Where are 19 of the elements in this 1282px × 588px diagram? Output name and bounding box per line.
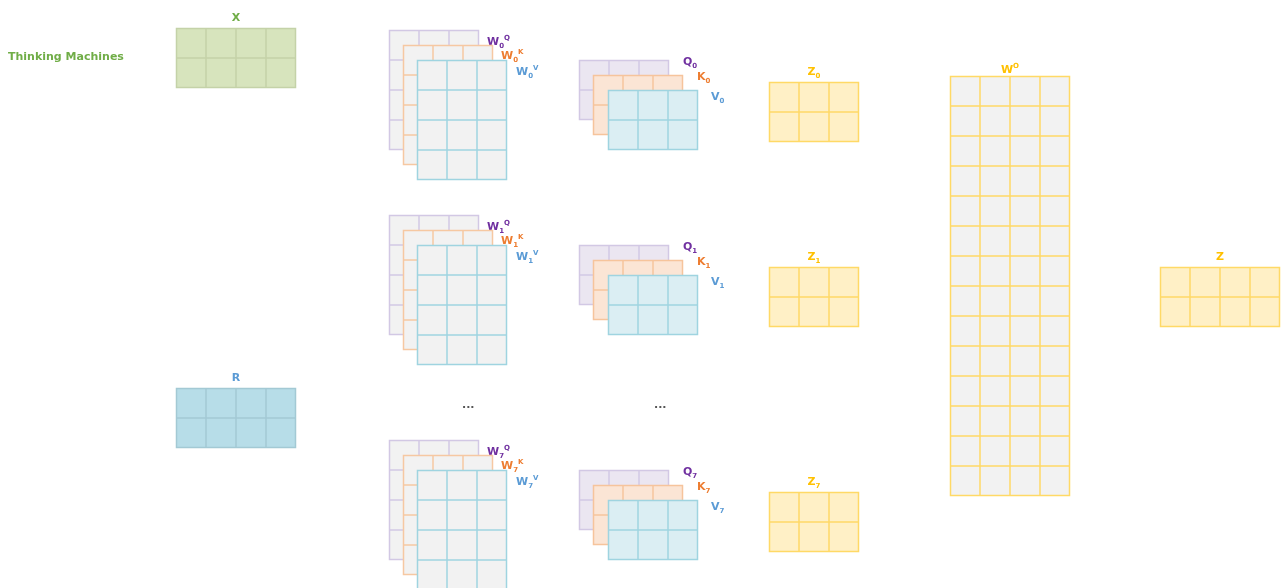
matrix-label: X <box>230 12 242 24</box>
matrix-label: K$_{0}$ <box>697 71 711 88</box>
matrix-label: Q$_{0}$ <box>683 56 698 73</box>
matrix-label: Z <box>1215 251 1225 263</box>
matrix-label: R <box>230 372 242 384</box>
ellipsis: ... <box>462 398 475 411</box>
matrix-label: V$_{1}$ <box>711 276 725 293</box>
matrix-label: V$_{0}$ <box>711 91 725 108</box>
matrix-label: Z$_{7}$ <box>806 476 822 493</box>
matrix-label: K$_{1}$ <box>697 256 711 273</box>
matrix-label: Z$_{1}$ <box>806 251 822 268</box>
matrix-label: Q$_{1}$ <box>683 241 698 258</box>
input-text: Thinking Machines <box>8 50 124 63</box>
matrix-label: W$^{O}$ <box>999 61 1021 76</box>
matrix-label: K$_{7}$ <box>697 481 711 498</box>
matrix-label: Q$_{7}$ <box>683 466 698 483</box>
matrix-label: Z$_{0}$ <box>806 66 822 83</box>
matrix-label: V$_{7}$ <box>711 501 725 518</box>
ellipsis: ... <box>654 398 667 411</box>
